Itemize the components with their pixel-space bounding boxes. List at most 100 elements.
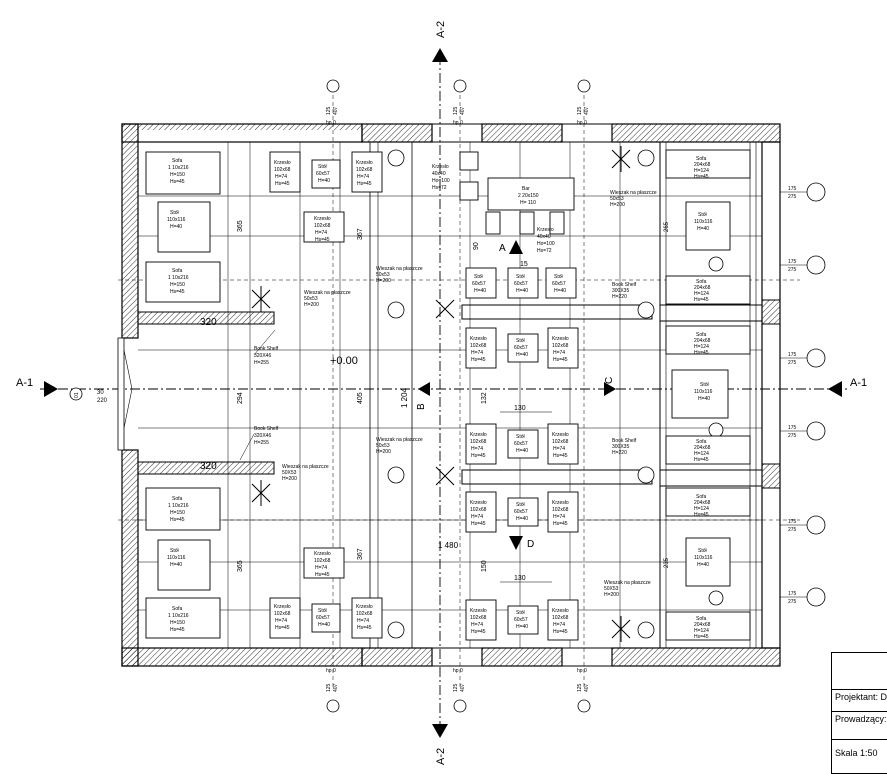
- svg-text:407: 407: [584, 683, 590, 692]
- svg-text:Ho=100: Ho=100: [537, 241, 555, 247]
- svg-text:300X35: 300X35: [612, 288, 629, 294]
- svg-text:40x40: 40x40: [432, 171, 446, 177]
- wall-right-hatch-2: [761, 463, 781, 489]
- svg-text:Wieszak na płaszcze: Wieszak na płaszcze: [376, 437, 423, 443]
- svg-text:15: 15: [520, 261, 528, 268]
- svg-text:H=124: H=124: [694, 506, 709, 512]
- entrance-door: 01 30 220: [69, 337, 133, 451]
- svg-text:Stół: Stół: [700, 382, 710, 388]
- svg-text:405: 405: [357, 392, 364, 404]
- svg-text:Hs=45: Hs=45: [694, 350, 709, 356]
- svg-text:Hs=45: Hs=45: [275, 625, 290, 631]
- svg-text:110x116: 110x116: [167, 555, 186, 561]
- svg-text:132: 132: [481, 392, 488, 404]
- svg-text:H=124: H=124: [694, 291, 709, 297]
- svg-text:204x68: 204x68: [694, 285, 711, 291]
- wall-top-pier-3: [611, 123, 781, 143]
- wall-top-1-hatch: [122, 124, 362, 130]
- svg-text:Krzesło: Krzesło: [356, 604, 373, 610]
- svg-text:1 10x216: 1 10x216: [168, 613, 189, 619]
- svg-text:H=150: H=150: [170, 172, 185, 178]
- svg-text:204x68: 204x68: [694, 622, 711, 628]
- grid-lines: [138, 142, 762, 648]
- wall-right-hatch: [761, 299, 781, 325]
- wall-top-3: [561, 123, 613, 143]
- svg-text:175: 175: [788, 259, 797, 265]
- svg-text:60x57: 60x57: [514, 281, 528, 287]
- svg-text:102x68: 102x68: [356, 167, 373, 173]
- svg-text:407: 407: [460, 683, 466, 692]
- svg-text:H=74: H=74: [553, 350, 565, 356]
- svg-text:Sofa: Sofa: [696, 616, 707, 622]
- svg-text:Bar: Bar: [522, 186, 530, 192]
- svg-text:102x68: 102x68: [470, 343, 487, 349]
- svg-text:150: 150: [481, 560, 488, 572]
- svg-text:H= 110: H= 110: [520, 200, 536, 206]
- wall-bottom-pier-3: [611, 647, 781, 667]
- svg-text:130: 130: [514, 405, 526, 412]
- svg-text:Stół: Stół: [554, 274, 564, 280]
- view-marker-c: C: [604, 377, 616, 396]
- svg-text:Hs=45: Hs=45: [170, 289, 185, 295]
- svg-text:H=40: H=40: [697, 226, 709, 232]
- svg-text:102x68: 102x68: [274, 167, 291, 173]
- svg-text:Wieszak na płaszcze: Wieszak na płaszcze: [604, 580, 651, 586]
- partition-right-1: [659, 304, 763, 322]
- svg-text:125: 125: [326, 683, 332, 692]
- svg-text:60x57: 60x57: [514, 441, 528, 447]
- svg-text:407: 407: [333, 106, 339, 115]
- svg-text:H=74: H=74: [471, 446, 483, 452]
- svg-text:175: 175: [788, 591, 797, 597]
- svg-text:1 480: 1 480: [438, 541, 459, 550]
- svg-text:H=255: H=255: [254, 360, 269, 366]
- view-marker-d: D: [509, 536, 534, 550]
- svg-text:A-1: A-1: [850, 377, 867, 389]
- svg-text:Hs=45: Hs=45: [170, 517, 185, 523]
- svg-text:Hs=45: Hs=45: [357, 181, 372, 187]
- svg-text:H=74: H=74: [315, 565, 327, 571]
- svg-text:Sofa: Sofa: [696, 332, 707, 338]
- svg-text:110x116: 110x116: [167, 217, 186, 223]
- furniture-left: [145, 151, 383, 639]
- svg-text:Krzesło: Krzesło: [314, 551, 331, 557]
- svg-text:Stół: Stół: [170, 548, 180, 554]
- svg-text:hp 0: hp 0: [326, 668, 336, 674]
- svg-text:H=74: H=74: [471, 622, 483, 628]
- svg-text:Krzesło: Krzesło: [470, 432, 487, 438]
- svg-text:Krzesło: Krzesło: [274, 604, 291, 610]
- view-marker-b: B: [416, 382, 430, 410]
- wall-top-pier-2: [481, 123, 563, 143]
- svg-text:Hs=45: Hs=45: [315, 572, 330, 578]
- scale-label: Skala 1:50: [832, 739, 887, 769]
- svg-text:320X46: 320X46: [254, 433, 271, 439]
- section-marker-a1-right: A-1: [828, 377, 867, 397]
- svg-text:Hs=45: Hs=45: [553, 521, 568, 527]
- svg-text:A-2: A-2: [435, 748, 447, 765]
- wall-right: [761, 141, 781, 649]
- svg-text:220: 220: [97, 398, 108, 404]
- svg-text:1 10x216: 1 10x216: [168, 275, 189, 281]
- svg-text:Hs=45: Hs=45: [553, 357, 568, 363]
- svg-text:102x68: 102x68: [552, 507, 569, 513]
- svg-text:60x57: 60x57: [552, 281, 566, 287]
- svg-text:H=74: H=74: [553, 446, 565, 452]
- svg-text:320X46: 320X46: [254, 353, 271, 359]
- svg-text:50x53: 50x53: [610, 196, 624, 202]
- svg-text:Sofa: Sofa: [172, 606, 183, 612]
- svg-text:hp 0: hp 0: [326, 120, 336, 126]
- svg-text:Wieszak na płaszcze: Wieszak na płaszcze: [376, 266, 423, 272]
- svg-text:125: 125: [326, 106, 332, 115]
- svg-text:H=74: H=74: [315, 230, 327, 236]
- svg-text:102x68: 102x68: [470, 507, 487, 513]
- svg-text:Sofa: Sofa: [696, 156, 707, 162]
- svg-text:365: 365: [237, 560, 244, 572]
- svg-text:H=124: H=124: [694, 344, 709, 350]
- svg-text:320: 320: [200, 461, 217, 472]
- svg-text:Sofa: Sofa: [696, 439, 707, 445]
- svg-text:275: 275: [788, 599, 797, 605]
- section-marker-a2-top: A-2: [432, 21, 448, 62]
- svg-text:275: 275: [788, 194, 797, 200]
- wall-bottom-1: [121, 647, 363, 667]
